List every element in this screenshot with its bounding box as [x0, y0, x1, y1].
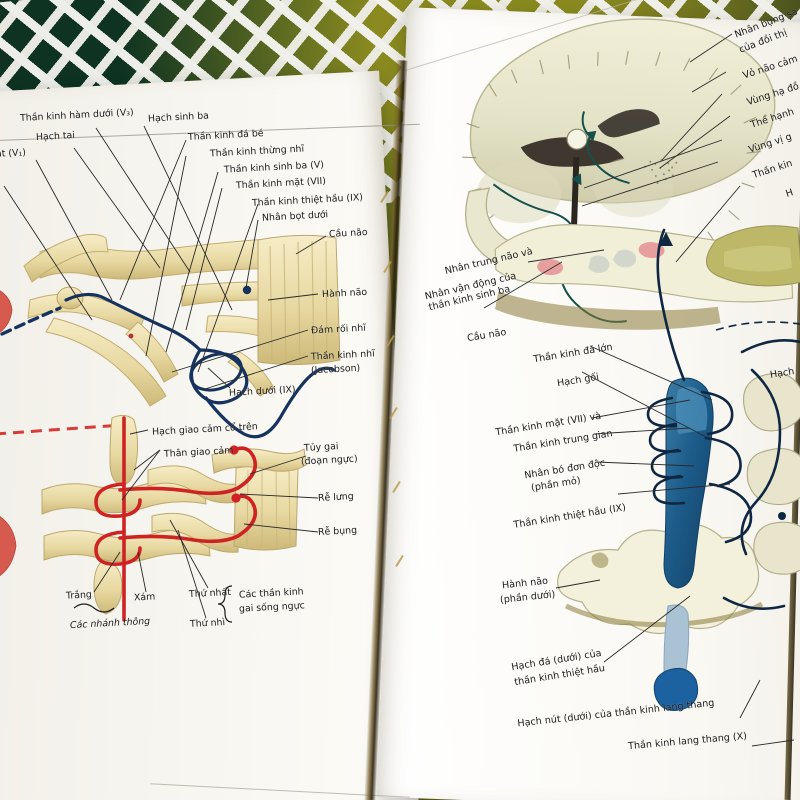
label-trang: Trắng: [65, 589, 93, 602]
label-re-bung: Rễ bụng: [317, 524, 358, 539]
label-cau-nao-left: Cầu não: [328, 226, 368, 241]
label-thu-nhat: Thứ nhất: [188, 586, 232, 601]
label-hanh-nao-left: Hành não: [321, 286, 368, 301]
label-xam: Xám: [133, 591, 156, 604]
label-re-lung: Rễ lưng: [317, 491, 354, 504]
label-than-kinh-mat-v1: ắt (V₁): [0, 147, 27, 160]
label-hach-tai: Hạch tai: [35, 129, 76, 144]
right-page: [377, 7, 800, 800]
label-tuy-gai: Tủy gai: [303, 441, 339, 454]
left-page: [0, 70, 421, 800]
label-thu-nhi: Thứ nhì: [189, 617, 226, 630]
